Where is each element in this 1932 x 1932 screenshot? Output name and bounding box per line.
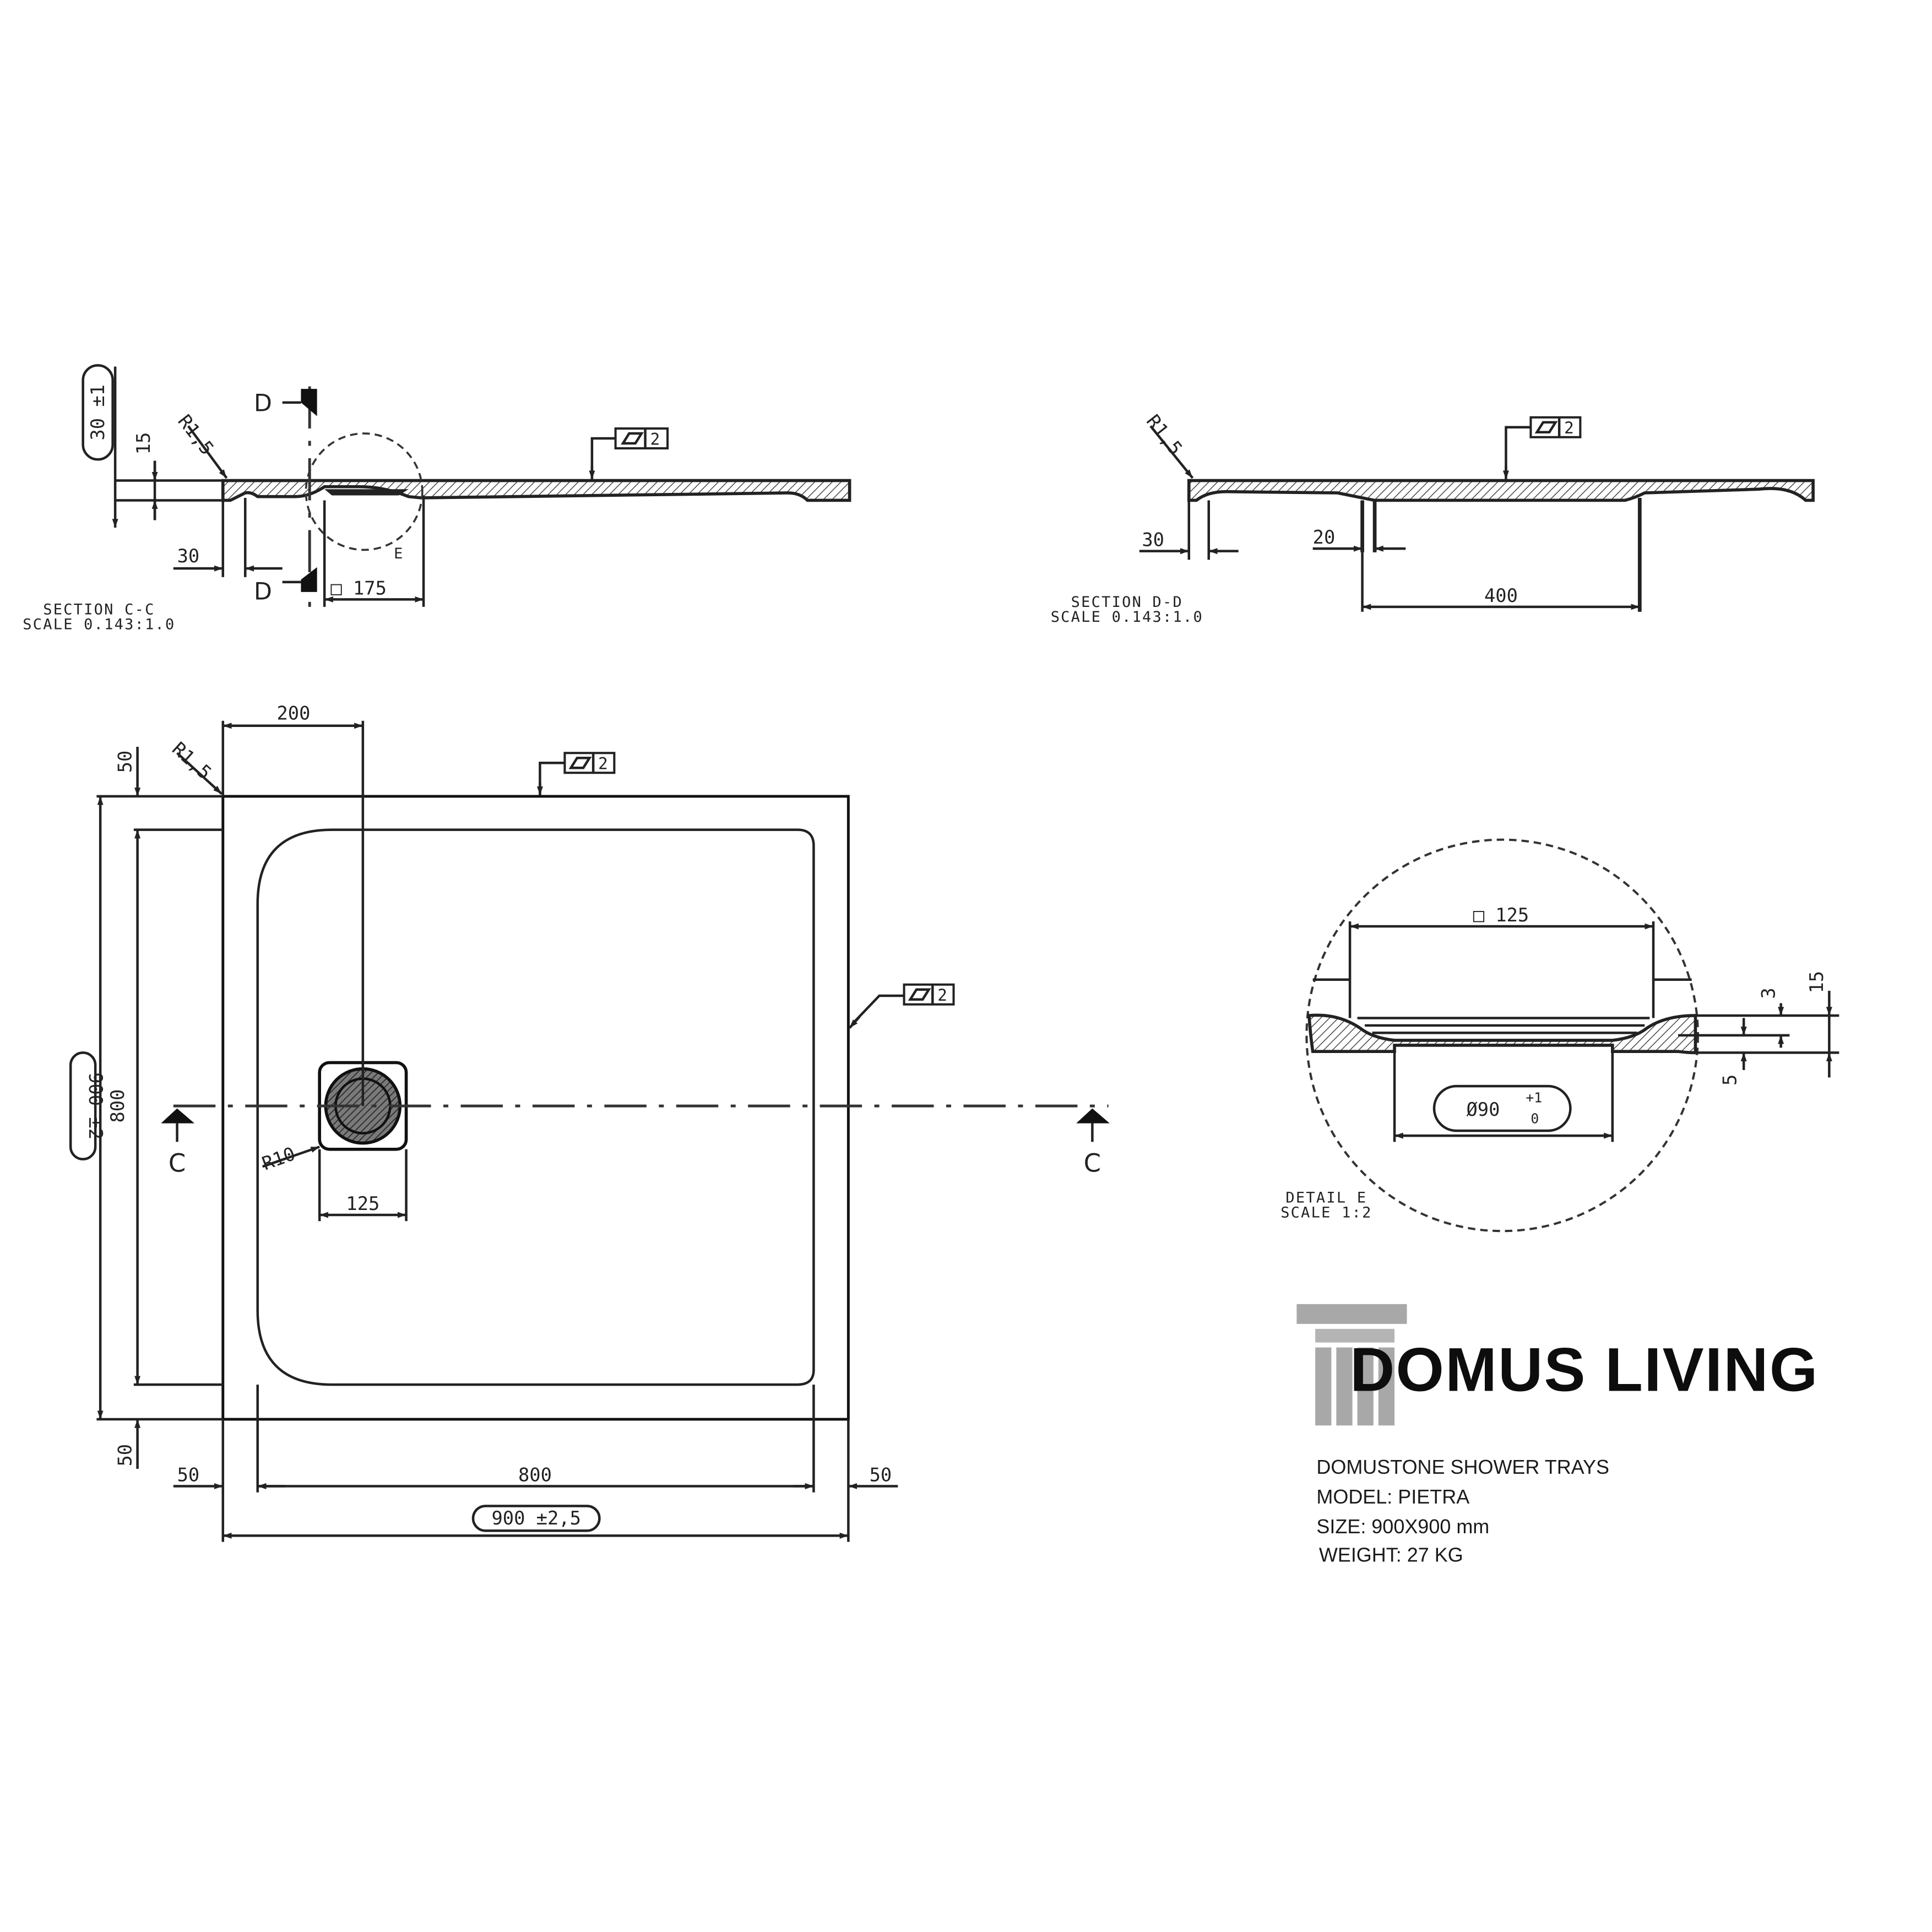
brand-block: DOMUS LIVING DOMUSTONE SHOWER TRAYS MODE… [1296, 1304, 1819, 1566]
brand-name: DOMUS LIVING [1350, 1334, 1819, 1404]
section-cc-cut-arrow-top [301, 389, 317, 416]
section-cc-drain-label: □ 175 [330, 577, 387, 599]
plan-overall-width-box [471, 1505, 601, 1532]
section-cc-cut-arrow-bottom [301, 567, 317, 592]
plan-flatness-top-value: 2 [598, 754, 608, 773]
section-c-arrow-left [161, 1108, 195, 1124]
detail-e-3-label: 3 [1757, 987, 1779, 998]
section-cc-flatness-frame [614, 427, 669, 450]
tray-outline [221, 795, 850, 1421]
plan-overall-height-label: 900 ±2 [85, 1072, 106, 1139]
plan-left-margin-label: 50 [177, 1464, 200, 1485]
spec-line-size: SIZE: 900X900 mm [1316, 1515, 1489, 1538]
plan-corner-radius-label: R1,5 [168, 738, 215, 784]
plan-flatness-right-value: 2 [937, 986, 947, 1005]
tray-basin-outline [256, 828, 815, 1386]
detail-e-view: □ 125 Ø90 +1 0 15 3 5 DETAIL E SCALE 1:2 [1280, 838, 1839, 1233]
plan-drain-radius-leader [262, 1146, 320, 1168]
plan-inner-width-label: 800 [518, 1464, 552, 1485]
section-c-label-left: C [169, 1148, 186, 1177]
detail-e-hole-box [1432, 1084, 1572, 1132]
section-cc-height-label: 30 ±1 [87, 384, 108, 441]
spec-line-model: MODEL: PIETRA [1316, 1485, 1469, 1508]
section-dd-scale: SCALE 0.143:1.0 [1051, 609, 1203, 626]
detail-e-15-label: 15 [1806, 971, 1827, 994]
section-cc-title: SECTION C-C [43, 601, 155, 618]
section-cc-scale: SCALE 0.143:1.0 [23, 616, 175, 633]
section-cc-cut-label-top: D [254, 390, 272, 417]
plan-corner-radius-leader [176, 752, 223, 795]
plan-inner-height-label: 800 [107, 1089, 128, 1123]
plan-top-margin-label: 50 [114, 751, 135, 773]
section-dd-radius-leader [1149, 425, 1194, 479]
detail-e-hole-label: Ø90 [1466, 1099, 1500, 1120]
plan-view: 200 C C R10 125 R1,5 2 2 [69, 703, 1110, 1542]
section-cc-cut-label-bottom: D [254, 578, 272, 605]
section-dd-profile [1187, 479, 1815, 502]
section-dd-edge-label: 30 [1142, 529, 1164, 551]
detail-e-tol-minus: 0 [1531, 1111, 1539, 1127]
spec-line-weight: WEIGHT: 27 KG [1319, 1544, 1463, 1566]
section-dd-span-label: 400 [1484, 585, 1518, 606]
detail-e-5-label: 5 [1719, 1074, 1741, 1086]
section-c-label-right: C [1084, 1148, 1101, 1177]
detail-e-callout-circle [305, 432, 424, 551]
section-cc-height-box [82, 364, 114, 461]
section-dd-channel-label: 20 [1313, 527, 1336, 548]
detail-e-scale: SCALE 1:2 [1280, 1204, 1372, 1221]
section-cc-flatness-value: 2 [650, 430, 660, 448]
detail-e-tol-plus: +1 [1526, 1089, 1542, 1105]
detail-e-drain-label: □ 125 [1473, 904, 1529, 926]
plan-right-margin-label: 50 [870, 1464, 892, 1485]
plan-overall-width-label: 900 ±2,5 [491, 1507, 580, 1529]
section-c-arrow-right [1076, 1108, 1110, 1124]
section-cc-drain-recess [324, 489, 409, 496]
spec-line-collection: DOMUSTONE SHOWER TRAYS [1316, 1456, 1609, 1478]
section-dd-title: SECTION D-D [1071, 594, 1183, 611]
section-cc-radius-label: R1,5 [173, 410, 218, 459]
section-dd-radius-label: R1,5 [1142, 410, 1187, 459]
section-dd-flatness-value: 2 [1564, 419, 1574, 437]
plan-overall-height-box [69, 1051, 97, 1161]
plan-200-label: 200 [276, 703, 310, 724]
detail-e-title: DETAIL E [1285, 1190, 1367, 1207]
plan-bottom-margin-label: 50 [114, 1444, 135, 1467]
section-dd-view: R1,5 30 20 400 2 SECTION D-D SCALE 0.143… [1051, 410, 1815, 626]
section-cc-profile [221, 479, 851, 502]
detail-e-profile [1307, 1013, 1697, 1055]
plan-drain-label: 125 [346, 1193, 379, 1214]
section-cc-radius-leader [187, 425, 228, 479]
section-cc-rim-label: 15 [133, 432, 154, 455]
section-cc-edge-label: 30 [177, 545, 200, 567]
column-logo-icon [1296, 1304, 1407, 1426]
detail-e-callout-label: E [394, 545, 403, 562]
section-cc-view: 30 ±1 15 R1,5 30 D D E □ 175 [23, 364, 851, 633]
plan-drain-radius-label: R10 [259, 1143, 299, 1174]
